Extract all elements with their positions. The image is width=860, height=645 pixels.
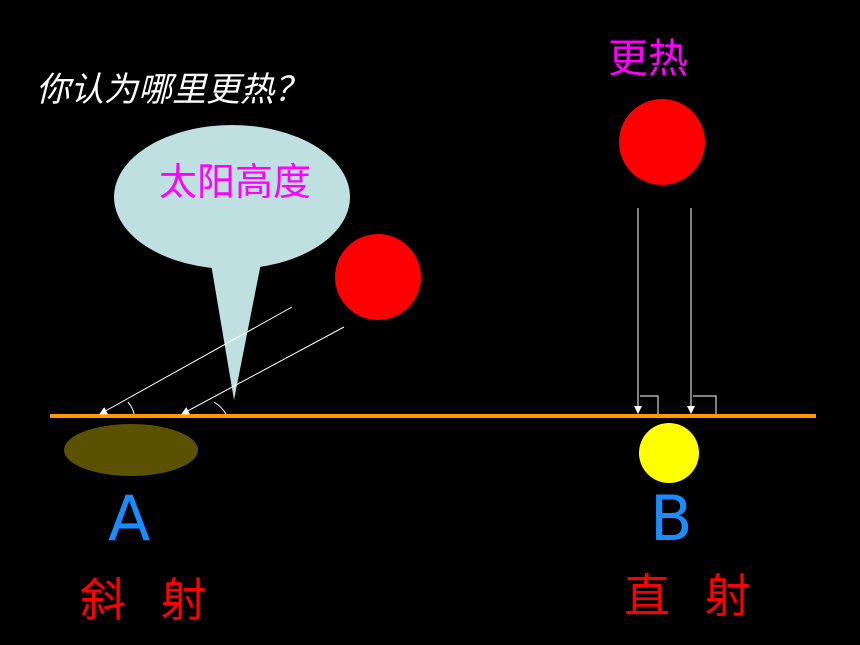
direct-sun [619,99,705,185]
heated-area-b [639,423,699,483]
point-b-label: B [650,482,693,555]
right-angle-mark-2 [693,395,717,414]
sun-altitude-label: 太阳高度 [158,160,311,204]
direct-label: 直 射 [624,569,761,623]
oblique-sun [335,234,421,320]
angle-arc-2 [213,401,227,415]
hotter-label: 更热 [608,36,688,82]
angle-arc-1 [127,401,135,415]
oblique-ray-2 [181,326,345,415]
oblique-ray-1 [99,306,293,415]
point-a-label: A [108,482,151,555]
question-text: 你认为哪里更热？ [36,70,308,110]
oblique-label: 斜 射 [80,573,217,627]
right-angle-mark-1 [640,395,659,414]
heated-area-a [64,424,198,476]
speech-bubble [114,125,350,400]
